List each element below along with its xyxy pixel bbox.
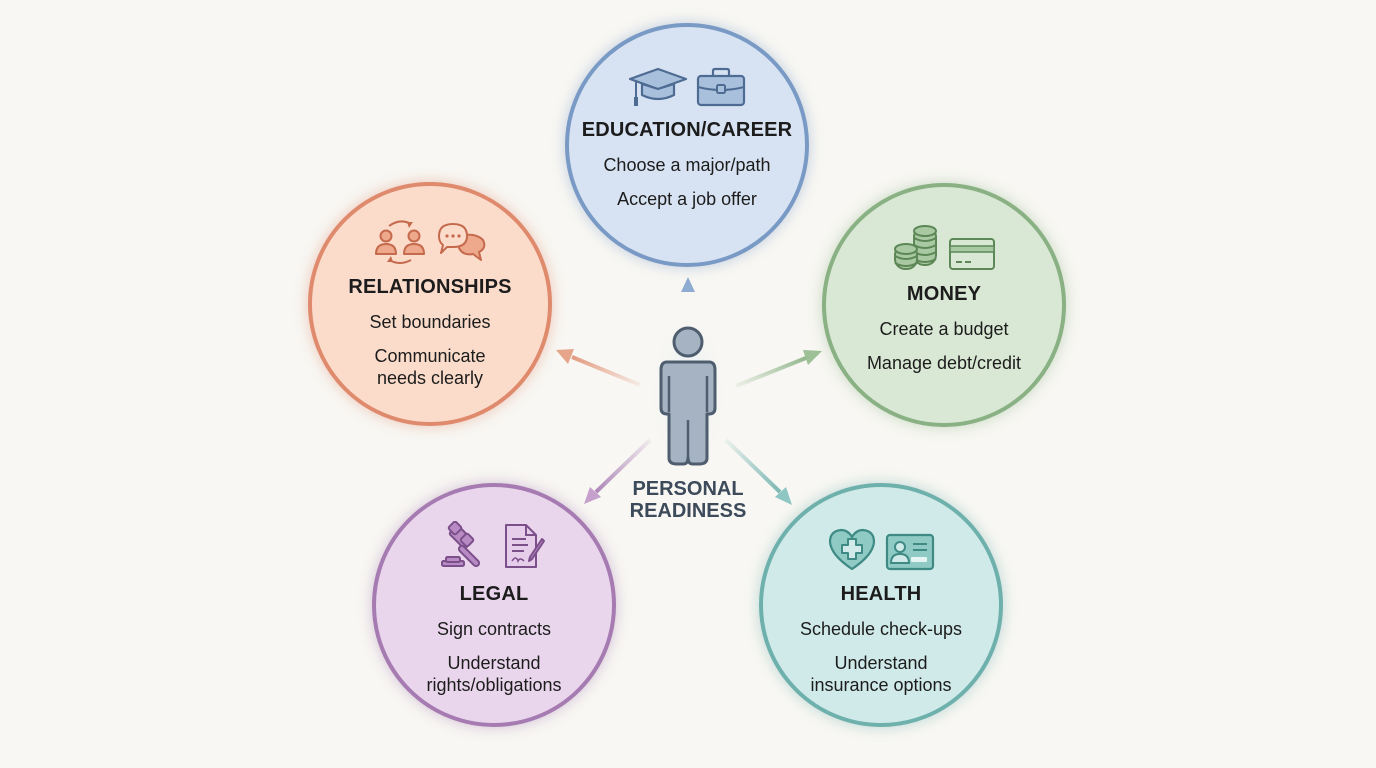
node-item: Understand insurance options <box>810 653 952 695</box>
people-exchange-icon <box>375 220 425 264</box>
node-icons <box>440 521 548 571</box>
center-personal-readiness: PERSONAL READINESS <box>600 320 776 522</box>
coin-stacks-icon <box>894 225 937 270</box>
center-label: PERSONAL READINESS <box>600 478 776 522</box>
signed-document-icon <box>505 524 545 568</box>
node-icons <box>373 214 487 264</box>
node-title: MONEY <box>906 283 982 305</box>
arrow-to-health <box>724 438 792 505</box>
node-item: Schedule check-ups <box>799 619 963 639</box>
gavel-icon <box>441 521 481 568</box>
node-title: RELATIONSHIPS <box>348 276 512 298</box>
node-icons <box>628 57 746 107</box>
node-item: Choose a major/path <box>603 155 771 175</box>
briefcase-icon <box>696 67 746 107</box>
node-item: Understand rights/obligations <box>426 653 562 695</box>
node-item: Accept a job offer <box>617 189 757 209</box>
node-title: EDUCATION/CAREER <box>581 119 793 141</box>
node-icons <box>827 521 935 571</box>
heart-cross-icon <box>828 528 876 571</box>
arrow-to-legal <box>584 438 652 504</box>
node-item: Create a budget <box>879 319 1009 339</box>
node-title: HEALTH <box>840 583 922 605</box>
center-label-line1: PERSONAL <box>632 478 744 500</box>
node-title: LEGAL <box>459 583 529 605</box>
arrow-to-relationships <box>556 349 641 387</box>
arrow-to-money <box>735 350 822 388</box>
graduation-cap-icon <box>628 67 688 106</box>
credit-card-icon <box>949 238 995 270</box>
node-legal: LEGAL Sign contracts Understand rights/o… <box>372 483 616 727</box>
node-icons <box>892 221 996 271</box>
node-education-career: EDUCATION/CAREER Choose a major/path Acc… <box>565 23 809 267</box>
node-item: Communicate needs clearly <box>374 346 486 388</box>
center-label-line2: READINESS <box>629 500 747 522</box>
node-item: Manage debt/credit <box>866 353 1022 373</box>
node-relationships: RELATIONSHIPS Set boundaries Communicate… <box>308 182 552 426</box>
node-health: HEALTH Schedule check-ups Understand ins… <box>759 483 1003 727</box>
node-item: Set boundaries <box>369 312 491 332</box>
node-money: MONEY Create a budget Manage debt/credit <box>822 183 1066 427</box>
arrow-to-education <box>681 277 695 316</box>
person-icon <box>653 320 723 470</box>
node-item: Sign contracts <box>436 619 552 639</box>
chat-bubbles-icon <box>438 223 486 261</box>
insurance-card-icon <box>885 533 935 571</box>
